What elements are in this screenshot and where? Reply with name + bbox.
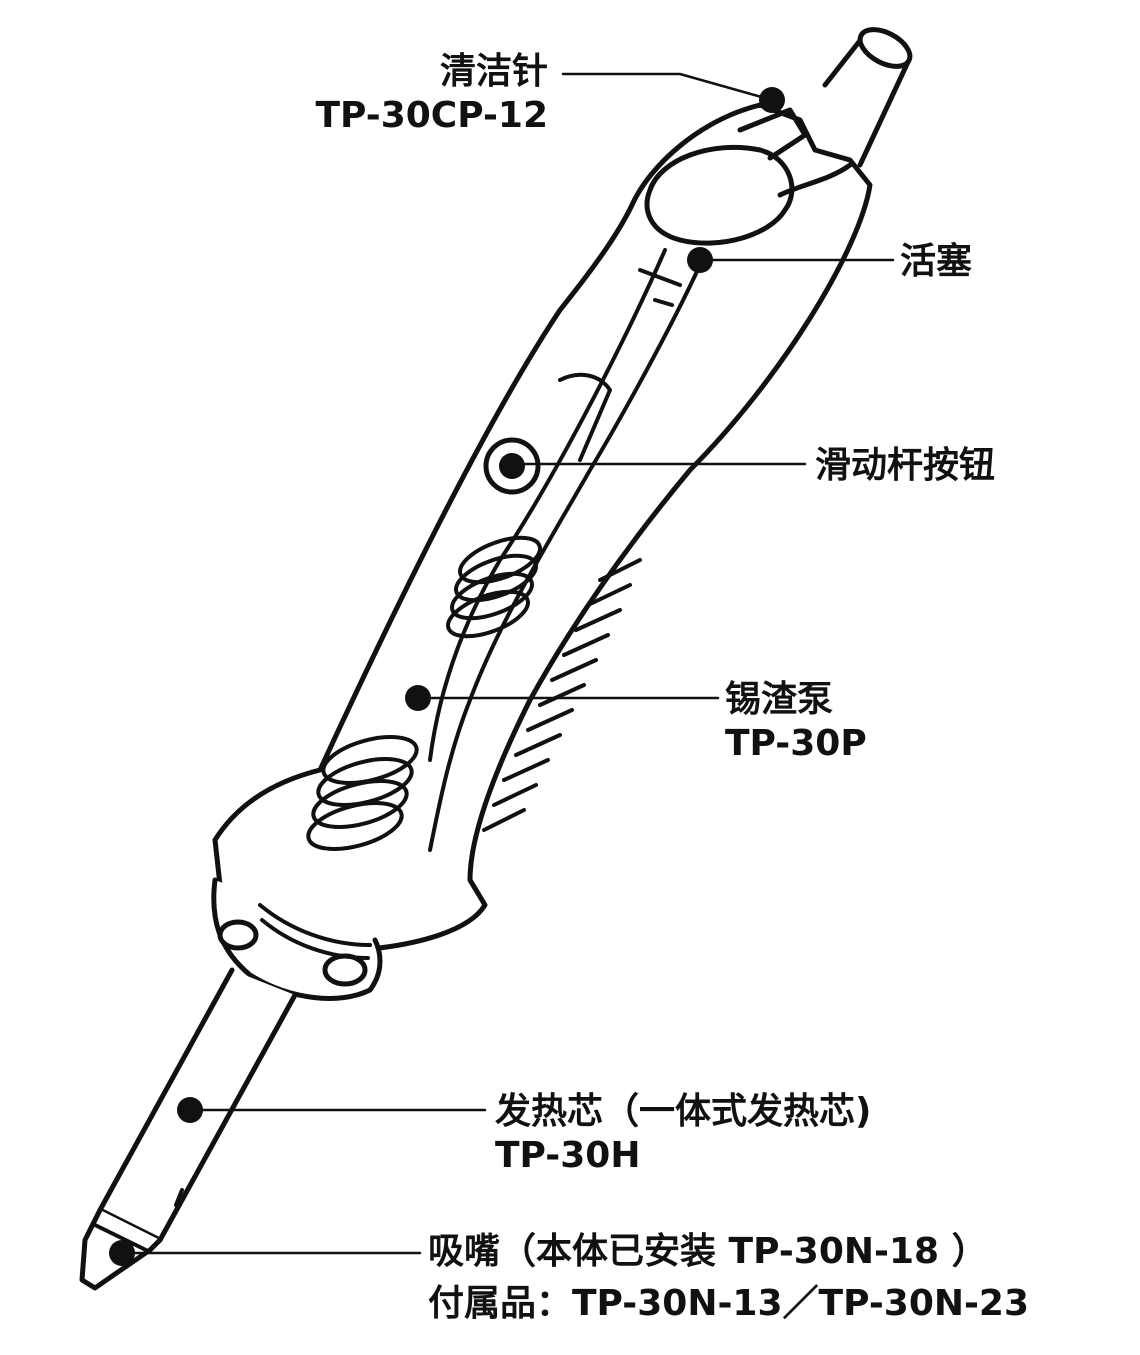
nozzle-label: 吸嘴（本体已安装 TP-30N-18 ） <box>428 1231 988 1272</box>
callout-cleaning-pin: 清洁针 TP-30CP-12 <box>270 50 548 138</box>
callout-nozzle: 吸嘴（本体已安装 TP-30N-18 ） 付属品：TP-30N-13／TP-30… <box>428 1230 1029 1326</box>
tool-body <box>212 102 873 963</box>
dot-solder-pump <box>405 685 431 711</box>
solder-pump-label: 锡渣泵 <box>725 679 834 720</box>
leader-lines <box>120 72 895 1255</box>
heater-label: 发热芯（一体式发热芯) <box>495 1091 872 1132</box>
heater-model: TP-30H <box>495 1135 641 1176</box>
spring-upper <box>446 535 542 639</box>
callout-slider-button: 滑动杆按钮 <box>815 444 995 488</box>
piston-label: 活塞 <box>900 241 973 282</box>
callout-dots <box>109 87 785 1266</box>
leader-cleaning-pin <box>561 72 774 102</box>
dot-piston <box>687 247 713 273</box>
solder-pump-model: TP-30P <box>725 723 867 764</box>
top-tube <box>822 27 913 168</box>
callout-solder-pump: 锡渣泵 TP-30P <box>725 678 867 766</box>
nozzle-accessories: 付属品：TP-30N-13／TP-30N-23 <box>428 1283 1030 1324</box>
piston-cap <box>644 107 853 246</box>
spring-lower <box>306 735 419 851</box>
dot-heater <box>177 1097 203 1123</box>
dot-slider-button <box>499 453 525 479</box>
dot-cleaning-pin <box>759 87 785 113</box>
cleaning-pin-model: TP-30CP-12 <box>315 95 548 136</box>
callout-heater: 发热芯（一体式发热芯) TP-30H <box>495 1090 871 1178</box>
slider-button-label: 滑动杆按钮 <box>815 445 996 486</box>
heater-collar <box>211 877 383 1001</box>
callout-piston: 活塞 <box>900 240 972 284</box>
grip-ribs <box>482 558 642 832</box>
cleaning-pin-label: 清洁针 <box>439 51 548 92</box>
inner-channel <box>428 248 702 852</box>
dot-nozzle <box>109 1240 135 1266</box>
